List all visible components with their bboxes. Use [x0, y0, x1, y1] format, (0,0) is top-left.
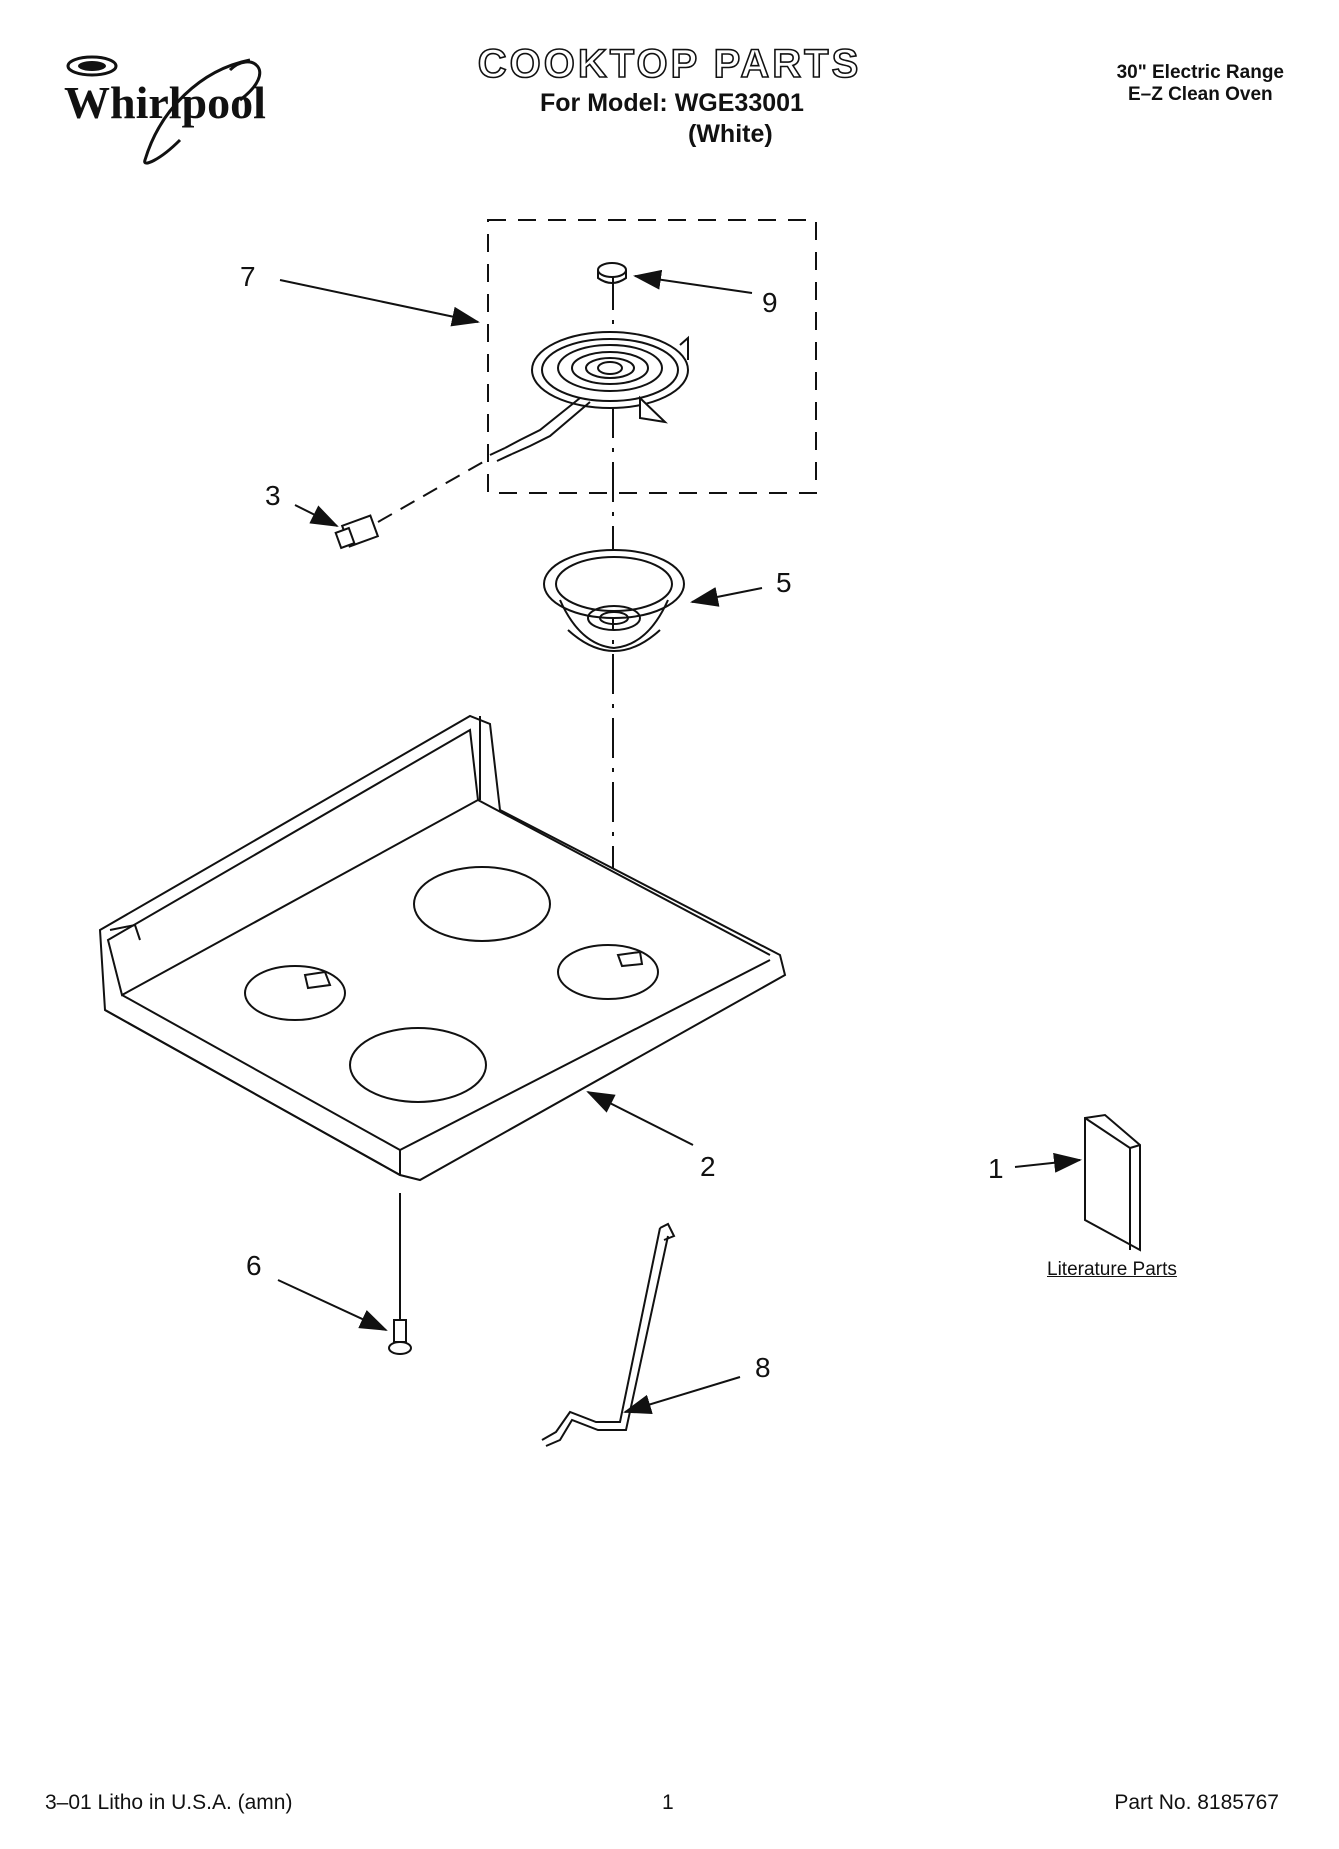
part-6-screw [388, 1193, 412, 1355]
callout-8: 8 [755, 1352, 771, 1383]
leader-5 [690, 587, 763, 607]
callout-7: 7 [240, 261, 256, 292]
leader-3 [294, 504, 339, 527]
part-1-literature [1084, 1113, 1141, 1252]
callout-9: 9 [762, 287, 778, 318]
leader-8 [623, 1376, 741, 1414]
leader-2 [586, 1091, 694, 1146]
logo-text: Whirlpool [64, 77, 266, 128]
product-description: 30" Electric Range E–Z Clean Oven [1117, 62, 1284, 106]
part-2-cooktop [98, 714, 787, 1182]
element-assembly-box [487, 219, 817, 494]
whirlpool-logo: Whirlpool [64, 55, 266, 165]
leader-9 [633, 269, 753, 294]
callout-5: 5 [776, 567, 792, 598]
product-line-2: E–Z Clean Oven [1127, 84, 1273, 105]
part-3-terminal-block [334, 457, 491, 550]
leader-7 [279, 279, 480, 327]
part-9-cap [597, 262, 627, 284]
leader-1 [1014, 1152, 1082, 1173]
model-line: For Model: WGE33001 [540, 89, 804, 117]
burner-opening-small-rear [557, 944, 659, 1000]
part-8-rod [541, 1222, 676, 1447]
footer-litho: 3–01 Litho in U.S.A. (amn) [45, 1791, 293, 1814]
part-7-surface-element [489, 331, 689, 462]
footer-page-number: 1 [662, 1791, 674, 1814]
literature-parts-label: Literature Parts [1047, 1259, 1177, 1280]
callout-6: 6 [246, 1250, 262, 1281]
burner-opening-small-front [244, 965, 346, 1021]
callout-1: 1 [988, 1153, 1004, 1184]
callout-3: 3 [265, 480, 281, 511]
callout-2: 2 [700, 1151, 716, 1182]
burner-opening-large-rear [413, 866, 551, 942]
burner-opening-large-front [349, 1027, 487, 1103]
product-line-1: 30" Electric Range [1116, 62, 1284, 83]
footer-part-number: Part No. 8185767 [1114, 1791, 1279, 1814]
color-line: (White) [688, 120, 773, 148]
part-5-drip-bowl [543, 549, 685, 652]
leader-6 [277, 1279, 388, 1331]
page-title: COOKTOP PARTS [477, 41, 862, 87]
